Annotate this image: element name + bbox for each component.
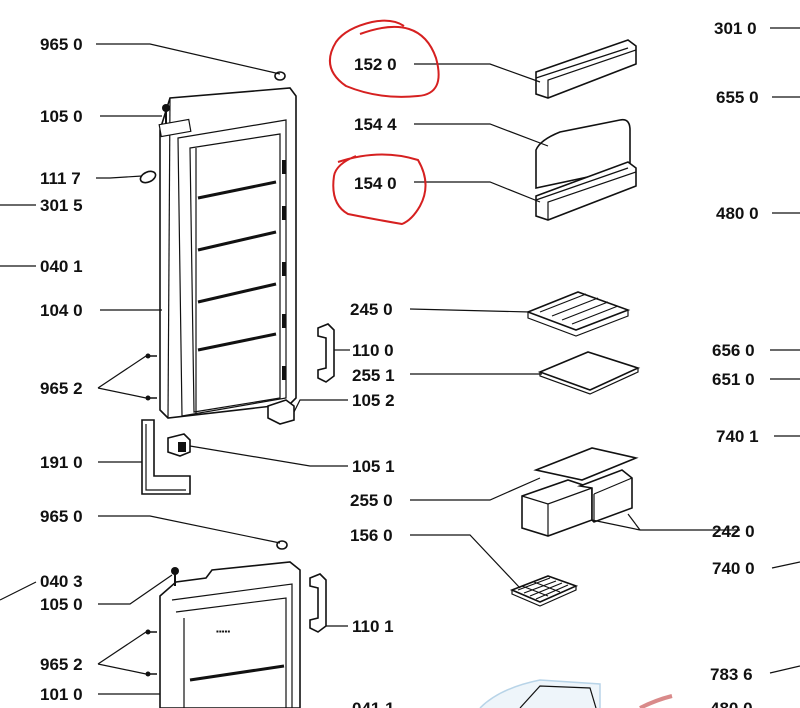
cover-255-0 bbox=[533, 447, 639, 481]
cover-255-1 bbox=[537, 351, 641, 395]
label-156-0: 156 0 bbox=[350, 526, 393, 545]
handle-110-0 bbox=[317, 323, 335, 383]
door-shelf-154-0 bbox=[535, 161, 637, 221]
screw-105-0-upper bbox=[162, 104, 170, 124]
label-255-1: 255 1 bbox=[352, 366, 395, 385]
hinge-105-1 bbox=[167, 433, 191, 457]
highlight-circle-152-0 bbox=[328, 19, 440, 98]
label-105-0-lower: 105 0 bbox=[40, 595, 83, 614]
label-110-1: 110 1 bbox=[352, 617, 394, 636]
label-111-7: 111 7 bbox=[40, 169, 81, 188]
label-480-0: 480 0 bbox=[716, 204, 759, 223]
label-040-1: 040 1 bbox=[40, 257, 83, 276]
shelf-245-0 bbox=[525, 291, 631, 337]
label-040-3: 040 3 bbox=[40, 572, 83, 591]
egg-tray-156-0 bbox=[509, 575, 579, 607]
label-651-0: 651 0 bbox=[712, 370, 755, 389]
label-965-0-upper: 965 0 bbox=[40, 35, 83, 54]
label-255-0: 255 0 bbox=[350, 491, 393, 510]
lower-door: ▪▪▪▪▪ bbox=[159, 561, 301, 708]
highlight-circle-154-0 bbox=[332, 153, 427, 226]
bins-242-0 bbox=[521, 469, 633, 537]
label-740-1: 740 1 bbox=[716, 427, 759, 446]
cap-111-7 bbox=[139, 170, 157, 184]
screw-105-0-lower bbox=[171, 567, 179, 586]
label-245-0: 245 0 bbox=[350, 300, 393, 319]
label-105-0-upper: 105 0 bbox=[40, 107, 83, 126]
screws-965-2-upper bbox=[145, 353, 157, 401]
label-965-0-lower: 965 0 bbox=[40, 507, 83, 526]
upper-door bbox=[158, 87, 297, 419]
label-154-0: 154 0 bbox=[354, 174, 397, 193]
label-301-5: 301 5 bbox=[40, 196, 83, 215]
hinge-105-2 bbox=[267, 399, 295, 425]
label-965-2-upper: 965 2 bbox=[40, 379, 83, 398]
bottom-bin-partial bbox=[479, 679, 673, 708]
door-shelf-152-0 bbox=[535, 39, 637, 99]
svg-text:▪▪▪▪▪: ▪▪▪▪▪ bbox=[216, 627, 230, 636]
label-105-1: 105 1 bbox=[352, 457, 395, 476]
label-242-0: 242 0 bbox=[712, 522, 755, 541]
label-301-0: 301 0 bbox=[714, 19, 757, 38]
gasket-191-0 bbox=[141, 419, 191, 495]
label-965-2-lower: 965 2 bbox=[40, 655, 83, 674]
label-154-4: 154 4 bbox=[354, 115, 397, 134]
label-740-0: 740 0 bbox=[712, 559, 755, 578]
label-101-0: 101 0 bbox=[40, 685, 83, 704]
label-480-0-bottom: 480 0 bbox=[710, 699, 753, 708]
callout-labels: 965 0 105 0 111 7 301 5 040 1 104 0 965 … bbox=[40, 19, 759, 708]
label-105-2: 105 2 bbox=[352, 391, 395, 410]
label-152-0: 152 0 bbox=[354, 55, 397, 74]
screws-965-2-lower bbox=[145, 629, 157, 677]
label-104-0: 104 0 bbox=[40, 301, 83, 320]
leader-lines bbox=[0, 27, 800, 695]
label-656-0: 656 0 bbox=[712, 341, 755, 360]
label-041-1: 041 1 bbox=[352, 699, 395, 708]
label-191-0: 191 0 bbox=[40, 453, 83, 472]
label-655-0: 655 0 bbox=[716, 88, 759, 107]
handle-110-1 bbox=[309, 573, 327, 633]
label-783-6: 783 6 bbox=[710, 665, 753, 684]
label-110-0: 110 0 bbox=[352, 341, 394, 360]
